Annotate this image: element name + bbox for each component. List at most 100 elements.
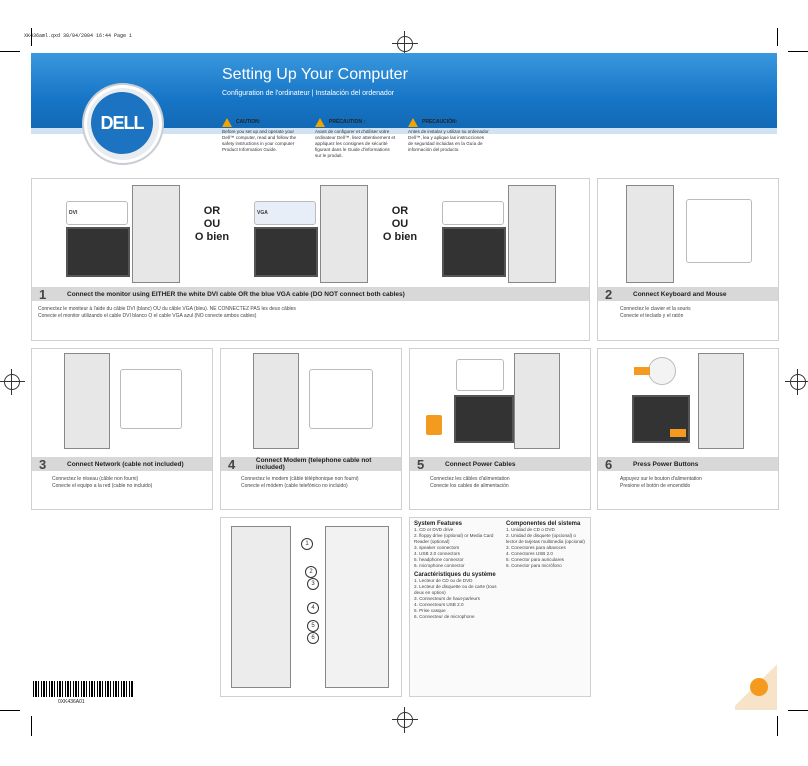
crop-mark [788,51,808,52]
power-outlet-icon [426,415,442,435]
caution-text: Before you set up and operate your Dell™… [222,129,297,152]
caution-heading: PRÉCAUTION : [329,119,366,125]
monitor-image [454,395,514,443]
step-3-bar: 3 Connect Network (cable not included) [32,456,212,472]
feature-item: 4. USB 2.0 connectors [414,551,460,556]
step-text-fr: Connectez les câbles d'alimentation [430,476,510,482]
or-es: O bien [382,231,418,243]
features-es-list: 1. Unidad de CD o DVD 2. Unidad de disqu… [506,527,586,569]
features-fr-title: Caractéristiques du système [414,572,496,578]
caution-fr: PRÉCAUTION : Avant de configurer et d'ut… [315,117,397,159]
step-label: Connect Power Cables [445,460,516,468]
callout-4: 4 [307,602,319,614]
step-3-translations: Connectez le réseau (câble non fourni) C… [52,476,152,490]
callout-2: 2 [305,566,317,578]
dell-logo: DELL [91,92,153,154]
or-en: OR [391,205,409,217]
step-5-panel: 5 Connect Power Cables Connectez les câb… [409,348,591,510]
crop-mark [31,28,32,46]
step-text-es: Conecte los cables de alimentación [430,483,509,489]
page-subtitle: Configuration de l'ordinateur | Instalac… [222,90,395,97]
registration-mark [785,369,808,395]
feature-item: 5. Conector para auriculares [506,557,564,562]
step-4-panel: 4 Connect Modem (telephone cable not inc… [220,348,402,510]
tower-image [626,185,674,283]
features-es-title: Componentes del sistema [506,521,581,527]
or-en: OR [203,205,221,217]
arrow-icon [634,367,650,375]
features-fr-list: 1. Lecteur de CD ou de DVD 2. Lecteur de… [414,578,500,620]
step-number: 1 [39,286,47,302]
feature-item: 1. Unidad de CD o DVD [506,527,555,532]
tower-image [698,353,744,449]
step-6-translations: Appuyez sur le bouton d'alimentation Pre… [620,476,702,490]
or-label: OR OU O bien [192,205,232,244]
features-en-list: 1. CD or DVD drive 2. floppy drive (opti… [414,527,500,569]
features-text-panel: System Features 1. CD or DVD drive 2. fl… [409,517,591,697]
keyboard-mouse-port-card [686,199,752,263]
system-features-diagram: 1 2 3 4 5 6 [220,517,402,697]
registration-mark [392,707,418,733]
callout-6: 6 [307,632,319,644]
step-text-fr: Connectez le moniteur à l'aide du câble … [38,306,296,312]
step-2-bar: 2 Connect Keyboard and Mouse [598,286,778,302]
feature-item: 6. Conector para micrófono [506,563,562,568]
registration-mark [392,31,418,57]
tower-image [253,353,299,449]
step-text-es: Conecte el teclado y el ratón [620,313,684,319]
step-text-es: Conecte el módem (cable telefónico no in… [241,483,348,489]
step-number: 2 [605,286,613,302]
step-label: Connect Keyboard and Mouse [633,290,727,298]
tower-back-image [325,526,389,688]
step-4-bar: 4 Connect Modem (telephone cable not inc… [221,457,401,472]
callout-3: 3 [307,578,319,590]
or-fr: OU [391,218,409,230]
header-band [31,128,777,134]
caution-text: Avant de configurer et d'utiliser votre … [315,129,396,158]
warning-icon [408,117,418,127]
page-title: Setting Up Your Computer [222,66,408,83]
step-1-bar: 1 Connect the monitor using EITHER the w… [32,286,589,302]
step-number: 5 [417,456,425,472]
callout-5: 5 [307,620,319,632]
step-2-translations: Connectez le clavier et la souris Conect… [620,306,691,320]
feature-item: 5. Prise casque [414,608,446,613]
step-1-translations: Connectez le moniteur à l'aide du câble … [38,306,296,320]
step-1-panel: DVI OR OU O bien VGA OR OU O bien 1 Conn… [31,178,590,341]
tower-front-image [231,526,291,688]
power-plug-card [456,359,504,391]
step-text-fr: Connectez le réseau (câble non fourni) [52,476,139,482]
step-label: Connect Modem (telephone cable not inclu… [255,457,372,471]
modem-port-card [309,369,373,429]
or-es: O bien [194,231,230,243]
dvi-port-card: DVI [66,201,128,225]
step-text-es: Conecte el monitor utilizando el cable D… [38,313,257,319]
crop-mark [777,716,778,736]
tower-image [320,185,368,283]
vga-label: VGA [257,210,268,216]
warning-icon [315,117,325,127]
step-text-fr: Connectez le modem (câble téléphonique n… [241,476,359,482]
caution-text: Antes de instalar y utilizar su ordenado… [408,129,489,152]
warning-icon [222,117,232,127]
feature-item: 1. Lecteur de CD ou de DVD [414,578,473,583]
step-label: Press Power Buttons [633,460,699,468]
step-number: 3 [39,456,47,472]
caution-heading: PRECAUCIÓN: [422,119,458,125]
or-fr: OU [203,218,221,230]
or-label: OR OU O bien [380,205,420,244]
step-text-fr: Appuyez sur le bouton d'alimentation [620,476,702,482]
feature-item: 4. Connecteurs USB 2.0 [414,602,464,607]
crop-mark [0,51,20,52]
dvi-vga-port-card [442,201,504,225]
power-button-icon [648,357,676,385]
feature-item: 1. CD or DVD drive [414,527,454,532]
step-number: 6 [605,456,613,472]
step-3-panel: 3 Connect Network (cable not included) C… [31,348,213,510]
callout-1: 1 [301,538,313,550]
tower-image [514,353,560,449]
registration-mark [0,369,25,395]
crop-mark [777,28,778,46]
feature-item: 4. Conectores USB 2.0 [506,551,553,556]
caution-en: CAUTION: Before you set up and operate y… [222,117,304,153]
